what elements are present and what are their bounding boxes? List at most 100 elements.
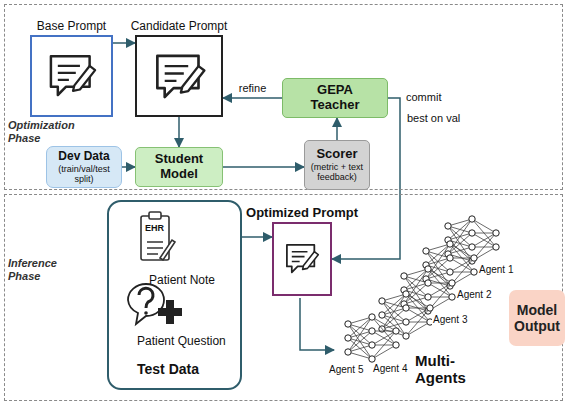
net-link (472, 233, 496, 247)
net-link (448, 219, 472, 254)
net-neuron (449, 280, 455, 286)
pen (180, 66, 204, 92)
net-neuron (471, 255, 477, 261)
net-link (426, 244, 450, 279)
neural-net-icon (423, 241, 477, 289)
net-neuron (379, 298, 385, 304)
connector-arrow (223, 97, 282, 99)
net-neuron (369, 356, 375, 362)
clipboard-icon (141, 212, 175, 260)
agent-label: Agent 4 (372, 363, 408, 375)
neural-net-icon (445, 216, 499, 264)
agent-label: Agent 3 (432, 314, 468, 326)
net-neuron (447, 269, 453, 275)
connector-arrow (113, 42, 135, 44)
net-neuron (393, 328, 399, 334)
net-neuron (423, 248, 429, 254)
net-link (428, 269, 452, 283)
net-link (372, 331, 396, 345)
node-label: Optimized Prompt (246, 206, 358, 221)
output-box: Model Output (509, 290, 565, 346)
net-neuron (369, 342, 375, 348)
net-neuron (425, 280, 431, 286)
net-link (428, 283, 452, 297)
net-neuron (379, 312, 385, 318)
net-link (348, 324, 372, 359)
connector-arrow (122, 166, 135, 168)
net-neuron (369, 328, 375, 334)
net-link (428, 283, 452, 297)
net-neuron (345, 349, 351, 355)
net-neuron (493, 244, 499, 250)
net-neuron (345, 335, 351, 341)
net-link (406, 308, 430, 322)
agent-connector (300, 298, 334, 350)
node-label: Dev Data (58, 150, 109, 164)
edge-label: refine (238, 82, 268, 95)
net-link (382, 294, 406, 329)
net-link (450, 258, 474, 272)
neural-net-icon (379, 291, 433, 339)
neural-net-icon (401, 266, 455, 314)
net-neuron (393, 342, 399, 348)
net-neuron (427, 305, 433, 311)
node-label: Scorer (316, 147, 357, 162)
agent-label: Agent 5 (328, 364, 364, 376)
data-panel: Patient NotePatient QuestionTest Data (107, 200, 242, 390)
net-neuron (369, 314, 375, 320)
prompt-box: Candidate Prompt (135, 35, 223, 117)
net-neuron (469, 216, 475, 222)
prompt-box: Base Prompt (30, 35, 113, 117)
edge-label: commit (405, 91, 442, 104)
node-label: Optimization Phase (8, 119, 88, 144)
question-icon (128, 284, 182, 324)
net-neuron (445, 223, 451, 229)
agent-label: Agent 2 (456, 289, 492, 301)
pen (303, 252, 319, 270)
edge-note: best on val (406, 112, 461, 125)
neural-net-icon (345, 314, 399, 362)
net-neuron (403, 305, 409, 311)
node-sublabel: Test Data (137, 361, 199, 377)
agent-label: Agent 1 (478, 264, 514, 276)
node-label: Model Output (511, 302, 563, 334)
net-neuron (345, 321, 351, 327)
prompt-icon (150, 47, 209, 106)
node-label: GEPA Teacher (302, 83, 368, 113)
net-link (472, 219, 496, 233)
net-link (404, 269, 428, 304)
net-link (372, 331, 396, 345)
net-neuron (493, 230, 499, 236)
net-link (382, 308, 406, 329)
net-neuron (403, 291, 409, 297)
node-sublabel: Patient Question (137, 335, 226, 349)
group-label: Multi-Agents (414, 352, 478, 387)
process-box: Student Model (135, 147, 223, 187)
net-link (348, 352, 372, 359)
net-link (472, 233, 496, 247)
node-label: Inference Phase (8, 257, 88, 282)
net-link (448, 247, 472, 254)
node-label: Candidate Prompt (131, 20, 228, 34)
node-sublabel: (train/val/test split) (50, 164, 118, 185)
doc-lines (58, 66, 80, 80)
process-box: GEPA Teacher (282, 78, 388, 118)
net-link (406, 322, 430, 336)
net-neuron (447, 255, 453, 261)
neural-network-icons (345, 216, 499, 362)
net-neuron (469, 230, 475, 236)
doc-lines (164, 66, 188, 81)
data-box: Dev Data(train/val/test split) (46, 146, 122, 188)
net-neuron (425, 266, 431, 272)
net-link (348, 331, 372, 352)
node-label: Base Prompt (37, 20, 106, 34)
net-neuron (449, 294, 455, 300)
net-link (406, 294, 430, 308)
doc-lines (292, 252, 308, 262)
net-link (372, 345, 396, 359)
prompt-icon (44, 48, 99, 103)
phase-band: Optimization PhaseBase PromptCandidate P… (4, 4, 563, 190)
net-neuron (469, 244, 475, 250)
connector-arrow (223, 166, 304, 168)
